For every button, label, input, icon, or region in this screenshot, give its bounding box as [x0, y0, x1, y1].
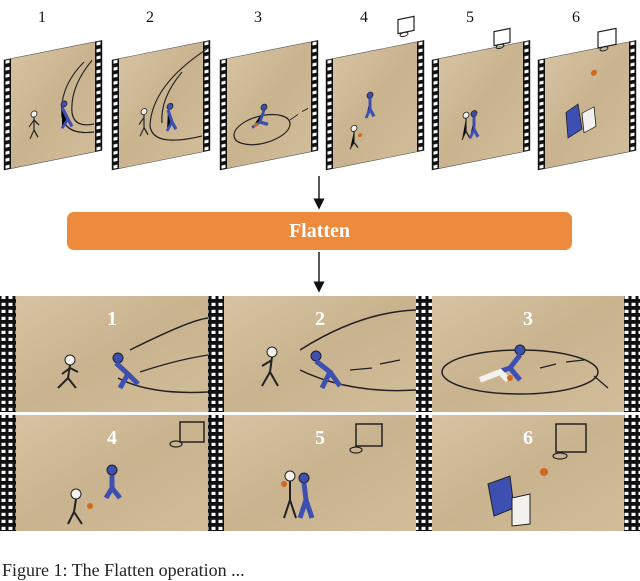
tile-6-number: 6 — [523, 427, 533, 449]
top-frame-6 — [537, 27, 637, 171]
tile-3 — [416, 296, 640, 412]
diagram-canvas: 1 2 3 4 — [0, 9, 640, 531]
top-frame-4 — [325, 15, 425, 171]
tile-1-number: 1 — [107, 308, 117, 330]
tile-4 — [0, 415, 208, 531]
tile-5-number: 5 — [315, 427, 325, 449]
top-frame-3-number: 3 — [254, 9, 262, 26]
tile-3-number: 3 — [523, 308, 533, 330]
top-frame-6-number: 6 — [572, 9, 580, 26]
top-frame-4-number: 4 — [360, 9, 368, 26]
tile-6 — [416, 415, 640, 531]
top-frame-2 — [111, 40, 211, 171]
top-frame-2-number: 2 — [146, 9, 154, 26]
tile-2-number: 2 — [315, 308, 325, 330]
top-frame-5 — [431, 27, 531, 171]
figure-caption: Figure 1: The Flatten operation ... — [2, 560, 245, 580]
top-frame-1-number: 1 — [38, 9, 46, 26]
top-frame-5-number: 5 — [466, 9, 474, 26]
flattened-grid — [0, 296, 640, 531]
tile-2 — [208, 296, 417, 412]
flatten-operation-bar: Flatten — [67, 212, 572, 250]
top-frame-1 — [3, 40, 103, 171]
tile-5 — [208, 415, 416, 531]
top-frame-3 — [219, 40, 319, 171]
flatten-label: Flatten — [288, 219, 351, 242]
tile-4-number: 4 — [107, 427, 117, 449]
tile-1 — [0, 296, 209, 412]
